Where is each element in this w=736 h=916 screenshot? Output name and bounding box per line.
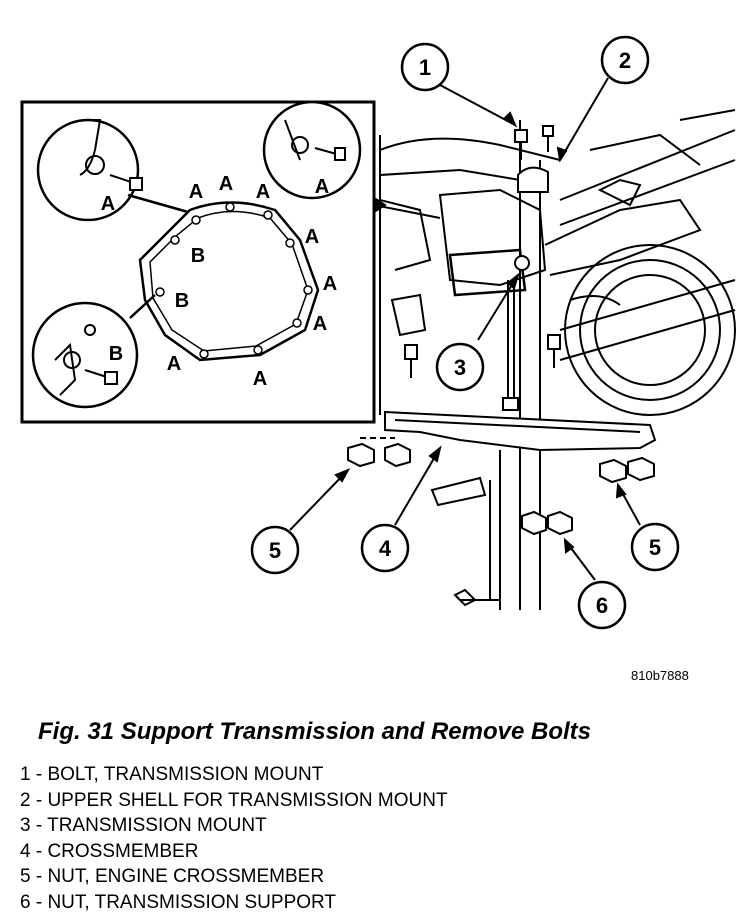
legend-item: 6 - NUT, TRANSMISSION SUPPORT [20,891,337,913]
transmission-support-nuts [521,510,573,536]
callout-4: 4 [379,536,392,561]
leader-lines [289,77,641,581]
inset-label-a: A [101,193,115,215]
callout-6: 6 [596,593,608,618]
inset-label-a: A [323,273,337,295]
callout-5-right: 5 [649,535,661,560]
transmission-diagram: 1 2 3 5 4 5 6 A A A A A A A A A A B B B [20,35,736,630]
inset-label-b: B [175,290,189,312]
inset-label-a: A [167,353,181,375]
engine-crossmember-nuts [347,442,655,484]
callout-2: 2 [619,48,631,73]
legend-item: 2 - UPPER SHELL FOR TRANSMISSION MOUNT [20,789,448,811]
legend-item: 3 - TRANSMISSION MOUNT [20,815,267,837]
legend-item: 1 - BOLT, TRANSMISSION MOUNT [20,764,324,785]
legend-list: 1 - BOLT, TRANSMISSION MOUNT 2 - UPPER S… [20,762,448,916]
callout-circles [250,35,680,630]
inset-label-a: A [305,226,319,248]
callout-3: 3 [454,355,466,380]
inset-label-a: A [313,313,327,335]
inset-label-a: A [253,368,267,390]
inset-label-a: A [256,181,270,203]
inset-label-b: B [109,343,123,365]
inset-panel [20,100,376,424]
crossmember [384,410,657,452]
figure-title: Fig. 31 Support Transmission and Remove … [38,718,591,745]
callout-5-left: 5 [269,538,281,563]
legend-item: 4 - CROSSMEMBER [20,840,199,862]
figure-reference-code: 810b7888 [631,668,689,683]
legend-item: 5 - NUT, ENGINE CROSSMEMBER [20,866,325,888]
inset-label-a: A [219,173,233,195]
vehicle-structure [379,109,736,610]
inset-label-b: B [191,245,205,267]
callout-1: 1 [419,55,431,80]
inset-label-a: A [315,176,329,198]
inset-label-a: A [189,181,203,203]
